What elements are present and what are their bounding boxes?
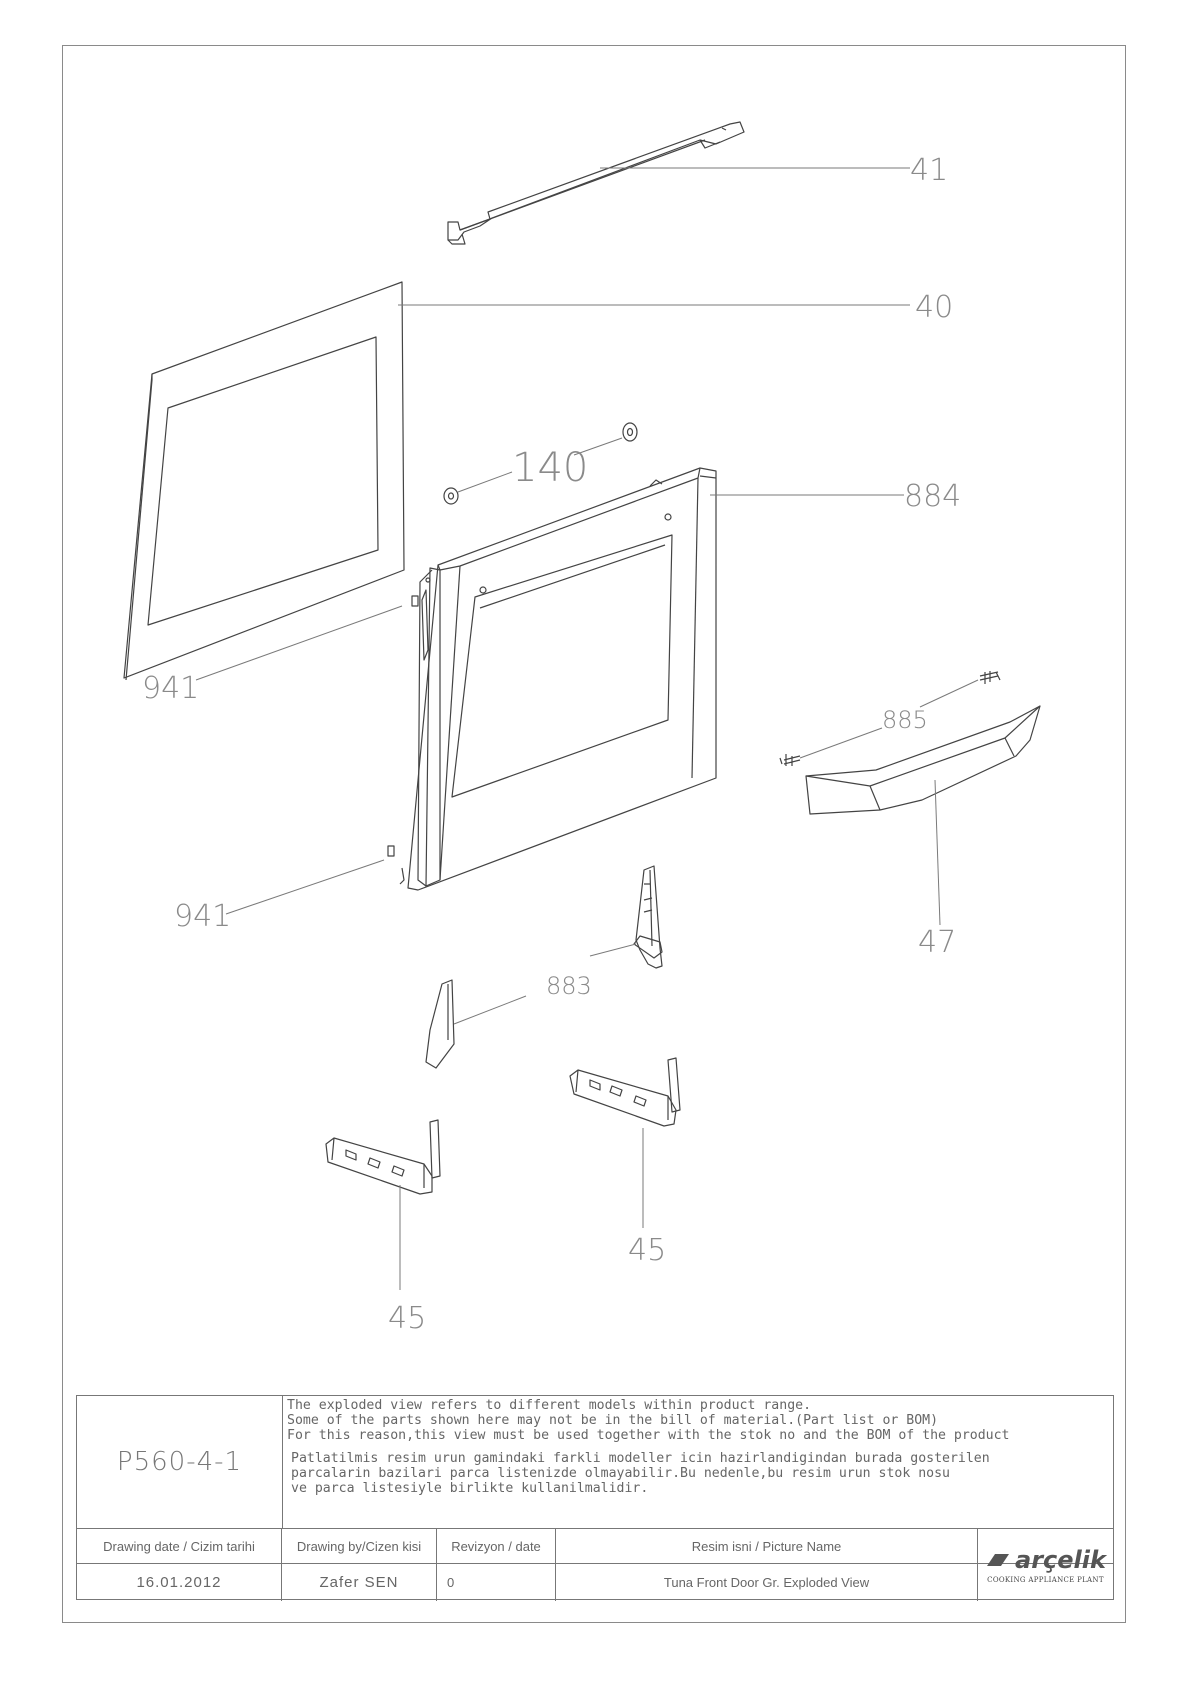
disclaimer-notes: The exploded view refers to different mo… [285,1398,1111,1526]
drawing-code: P560-4-1 [77,1396,283,1528]
note-tr-2: parcalarin bazilari parca listenizde olm… [291,1466,950,1481]
logo-mark-icon [987,1554,1010,1566]
part-885-screws [779,671,1001,766]
company-logo: arçelik COOKING APPLIANCE PLANT [978,1528,1113,1601]
value-picture-name: Tuna Front Door Gr. Exploded View [556,1564,978,1601]
part-884-door-frame [387,467,717,891]
note-en-2: Some of the parts shown here may not be … [287,1413,939,1428]
title-block-value-row: 16.01.2012 Zafer SEN 0 Tuna Front Door G… [77,1563,1113,1601]
note-tr-1: Patlatilmis resim urun gamindaki farkli … [291,1451,990,1466]
value-revision: 0 [437,1564,556,1601]
title-block-header-row: Drawing date / Cizim tarihi Drawing by/C… [77,1528,1113,1564]
part-47-handle [805,705,1041,815]
title-block: P560-4-1 The exploded view refers to dif… [76,1395,1114,1601]
value-drawing-by: Zafer SEN [282,1564,437,1601]
callout-45-left: 45 [388,1301,426,1336]
header-drawing-date: Drawing date / Cizim tarihi [77,1529,282,1564]
header-revision: Revizyon / date [437,1529,556,1564]
leader-lines [195,167,979,1290]
note-en-1: The exploded view refers to different mo… [287,1398,812,1413]
callout-941-bottom: 941 [174,899,231,934]
note-en-3: For this reason,this view must be used t… [287,1428,1010,1443]
value-drawing-date: 16.01.2012 [77,1564,282,1601]
callout-941-top: 941 [142,671,199,706]
drawing-border [62,45,1126,1623]
callout-885: 885 [882,706,928,734]
header-picture-name: Resim isni / Picture Name [556,1529,978,1564]
part-41-top-bracket [447,121,745,245]
part-40-outer-glass [123,281,405,681]
callout-884: 884 [904,479,961,514]
callout-140: 140 [512,445,588,491]
callout-47: 47 [918,925,956,960]
part-140-washers [443,422,638,505]
part-45-hinges [325,1057,681,1195]
logo-brand-text: arçelik [1015,1546,1106,1574]
callout-45-right: 45 [628,1233,666,1268]
note-tr-3: ve parca listesiyle birlikte kullanilmal… [291,1481,649,1496]
callout-883: 883 [546,972,592,1000]
logo-subtitle: COOKING APPLIANCE PLANT [987,1576,1104,1584]
header-drawing-by: Drawing by/Cizen kisi [282,1529,437,1564]
callout-40: 40 [915,290,953,325]
part-883-hinge-covers [425,865,663,1069]
callout-41: 41 [910,153,948,188]
